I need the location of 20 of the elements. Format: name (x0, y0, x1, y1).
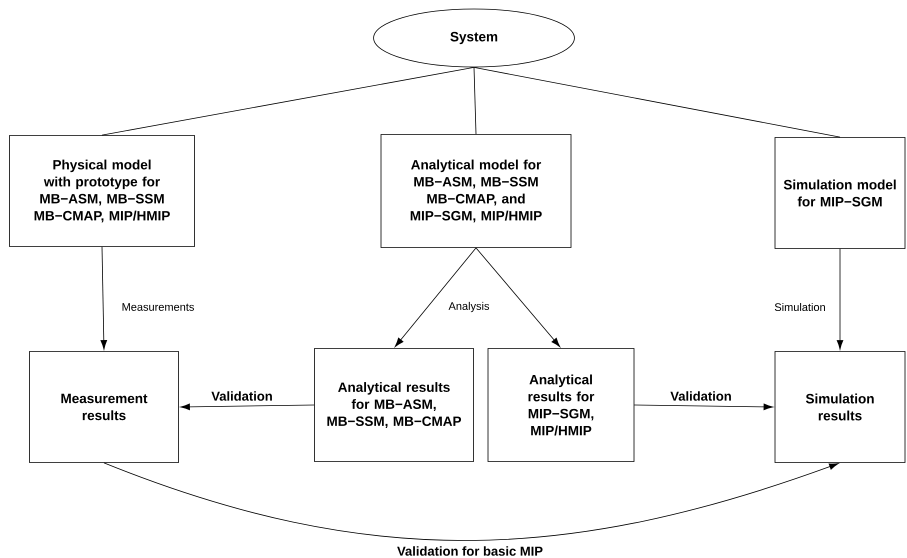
model-box: Physical model with prototype for MB−ASM, MB−SSM MB−CMAP, MIP/HMIP (9, 135, 195, 247)
arrow (100, 246, 108, 350)
arrow (476, 248, 560, 348)
arrow (836, 248, 844, 350)
edge-label: Validation for basic MIP (396, 545, 544, 557)
arrow (634, 404, 774, 410)
edge-label: Simulation (773, 302, 827, 312)
model-box: Analytical model for MB−ASM, MB−SSM MB−CMAP, and MIP−SGM, MIP/HMIP (380, 134, 572, 248)
model-box: Simulation model for MIP−SGM (774, 137, 906, 249)
edge-label: Validation (669, 390, 733, 402)
result-box: Analytical results for MB−ASM, MB−SSM, MB−CMAP (314, 348, 474, 462)
result-box: Simulation results (774, 351, 906, 463)
arrow (394, 248, 476, 348)
result-box: Measurement results (29, 351, 179, 463)
edge-label: Validation (210, 390, 274, 402)
result-box: Analytical results for MIP−SGM, MIP/HMIP (488, 348, 634, 462)
edge-label: Measurements (120, 302, 196, 312)
arrow (180, 404, 314, 410)
edge-label: Analysis (448, 300, 490, 314)
arrow (104, 462, 839, 541)
